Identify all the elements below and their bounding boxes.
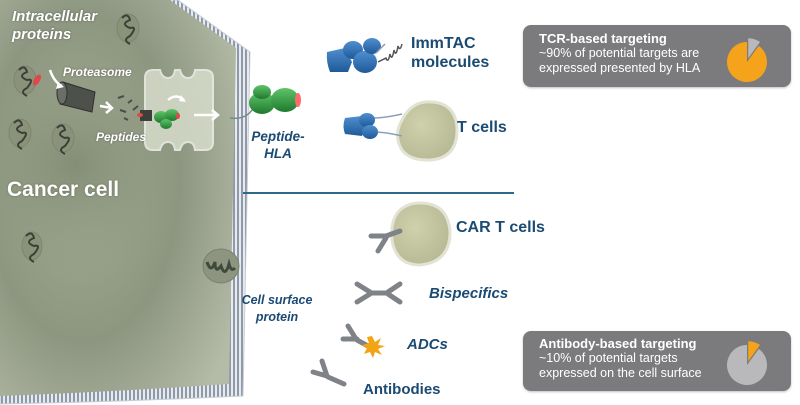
tcr-pie-highlight-slice (727, 42, 768, 82)
intracellular-protein-icons (8, 13, 140, 263)
endoplasmic-reticulum (144, 69, 214, 151)
antibodies-label: Antibodies (363, 381, 441, 398)
tcr-targeting-infobox: TCR-based targeting ~90% of potential ta… (523, 25, 791, 87)
proteasome-label: Proteasome (63, 65, 132, 79)
immtac-label-line2: molecules (411, 54, 490, 71)
tcr-infobox-line1: ~90% of potential targets are (539, 46, 700, 60)
cancer-cell-label: Cancer cell (7, 178, 120, 201)
intracellular-proteins-line2: proteins (12, 26, 72, 43)
antibody-infobox-line1: ~10% of potential targets (539, 351, 678, 365)
car-t-cell-icon (368, 201, 452, 267)
peptides-label: Peptides (96, 130, 147, 144)
tcr-infobox-title: TCR-based targeting (539, 31, 667, 46)
peptide-fragments (117, 95, 139, 121)
intracellular-proteins-line1: Intracellular (12, 8, 98, 25)
tcr-pie-chart (727, 38, 768, 82)
antibody-pie-rest-slice (727, 345, 768, 385)
tcr-pie-rest-slice (748, 38, 760, 59)
antibody-icon (310, 358, 347, 387)
arrow-to-surface (194, 109, 220, 121)
antibody-infobox-line2: expressed on the cell surface (539, 366, 702, 380)
bispecifics-label: Bispecifics (429, 285, 509, 302)
peptide-hla-line1: Peptide- (251, 129, 305, 144)
antibody-pie-chart (727, 341, 768, 385)
immtac-molecule-icon (326, 38, 403, 73)
cell-surface-protein-icon (202, 248, 240, 284)
peptide-hla-icon (229, 85, 301, 120)
t-cell-icon (343, 100, 459, 162)
peptide-hla-label: Peptide- HLA (245, 128, 311, 162)
immtac-label: ImmTAC molecules (411, 34, 489, 72)
t-cells-label: T cells (457, 119, 507, 136)
antibody-infobox-title: Antibody-based targeting (539, 336, 697, 351)
tcr-infobox-line2: expressed presented by HLA (539, 61, 701, 75)
peptide-hla-line2: HLA (264, 146, 292, 161)
adcs-label: ADCs (407, 336, 448, 353)
cell-surface-protein-label: Cell surface protein (232, 292, 322, 326)
car-t-cells-label: CAR T cells (456, 219, 545, 236)
cell-surface-protein-line1: Cell surface (241, 293, 313, 307)
bispecific-icon (354, 281, 403, 305)
antibody-targeting-infobox: Antibody-based targeting ~10% of potenti… (523, 331, 791, 391)
immtac-label-line1: ImmTAC (411, 35, 476, 52)
antibody-pie-highlight-slice (748, 341, 760, 362)
intracellular-proteins-label: Intracellular proteins (12, 8, 97, 44)
cell-surface-protein-line2: protein (255, 310, 299, 324)
adc-icon (340, 323, 385, 358)
hla-loading-icon (154, 109, 180, 129)
